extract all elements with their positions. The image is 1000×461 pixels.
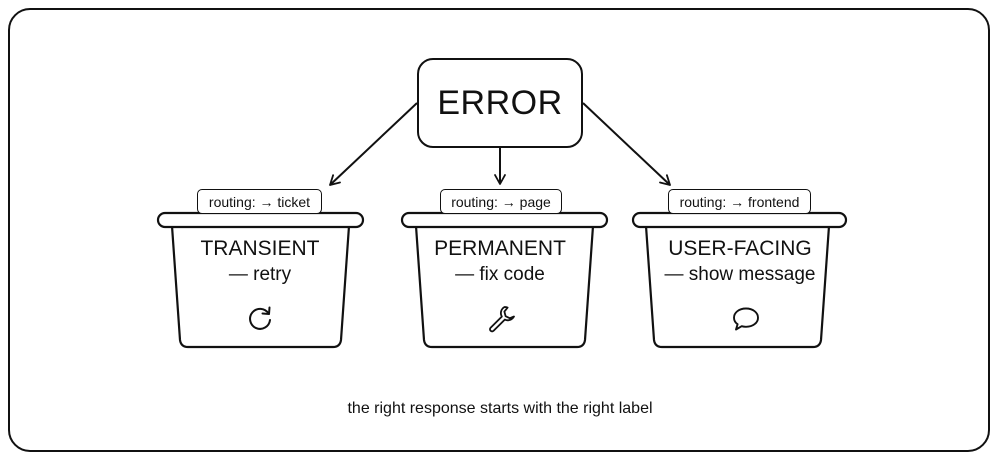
routing-tag-permanent: routing: → page [440,189,562,214]
bin-user-facing [631,211,848,349]
wrench-icon [489,306,515,333]
bin-transient-text: TRANSIENT — retry [160,236,360,288]
bin-action: — retry [228,264,292,285]
bin-action: — show message [664,264,816,285]
bin-user-facing-text: USER-FACING — show message [630,236,850,288]
bin-title: PERMANENT [434,237,566,260]
chat-bubble-icon [733,307,759,331]
bin-action: — fix code [455,264,545,285]
diagram-caption: the right response starts with the right… [347,400,653,417]
error-label: ERROR [437,83,563,122]
error-root-node: ERROR [417,58,583,148]
bin-title: USER-FACING [668,237,812,260]
arrow-to-transient [329,102,418,186]
bin-permanent-text: PERMANENT — fix code [400,236,600,288]
bin-title: TRANSIENT [200,237,320,260]
arrow-to-user-facing [582,102,671,186]
routing-tag-user-facing: routing: → frontend [668,189,811,214]
refresh-icon [249,306,271,330]
routing-tag-transient: routing: → ticket [197,189,322,214]
